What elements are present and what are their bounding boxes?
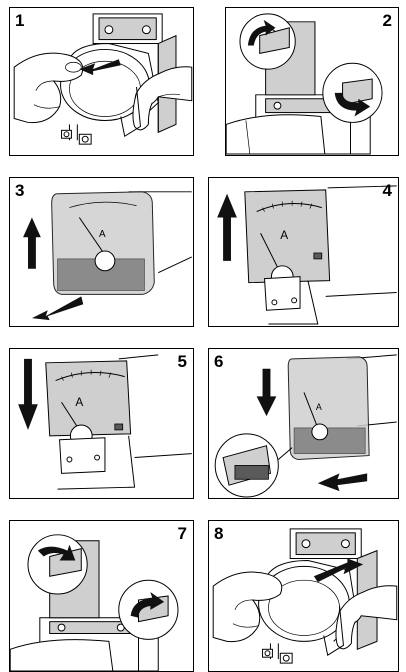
step-number: 6: [214, 353, 223, 370]
scale-symbol: A: [316, 402, 322, 412]
clip-detail-top: [28, 535, 87, 594]
step-6-panel: 6 A: [208, 348, 399, 499]
scale-symbol: A: [75, 395, 83, 409]
step-8-panel: 8: [208, 520, 399, 672]
step-5-illustration: A: [10, 349, 193, 498]
terminals: [263, 643, 293, 663]
step-5-panel: 5 A: [9, 348, 194, 499]
lift-arrow: [23, 217, 41, 268]
clip-detail: [215, 434, 292, 497]
step-7-illustration: [10, 521, 193, 671]
meter-cover: A: [52, 192, 155, 295]
scale-symbol: A: [280, 228, 288, 242]
push-arrow: [18, 359, 38, 430]
step-number: 8: [214, 525, 223, 542]
meter-housing: [226, 115, 325, 154]
step-7-panel: 7: [9, 520, 194, 672]
clip-detail-bottom: [323, 63, 382, 122]
step-1-panel: 1: [9, 7, 194, 156]
push-arrow: [257, 369, 277, 416]
step-4-panel: 4 A: [208, 177, 399, 327]
step-4-illustration: A: [209, 178, 398, 326]
clip-detail-top: [240, 14, 295, 69]
step-1-illustration: [10, 8, 193, 155]
step-number: 3: [15, 182, 24, 199]
meter-face: A: [245, 190, 330, 324]
terminals: [62, 124, 92, 144]
step-number: 7: [178, 525, 187, 542]
step-6-illustration: A: [209, 349, 398, 498]
step-2-panel: 2: [225, 7, 399, 156]
step-3-illustration: A: [10, 178, 193, 326]
step-number: 2: [383, 12, 392, 29]
step-number: 4: [383, 182, 392, 199]
insert-arrow: [318, 473, 367, 491]
step-number: 5: [178, 353, 187, 370]
step-3-panel: 3 A: [9, 177, 194, 327]
meter-cover: A: [288, 357, 369, 460]
meter-face: A: [46, 361, 135, 489]
pull-arrow: [32, 296, 83, 320]
step-8-illustration: [209, 521, 398, 671]
step-2-illustration: [226, 8, 398, 155]
step-number: 1: [15, 12, 24, 29]
meter-housing: [10, 640, 113, 671]
clip-detail-bottom: [119, 580, 178, 639]
lift-arrow: [217, 194, 237, 261]
scale-symbol: A: [99, 229, 106, 240]
